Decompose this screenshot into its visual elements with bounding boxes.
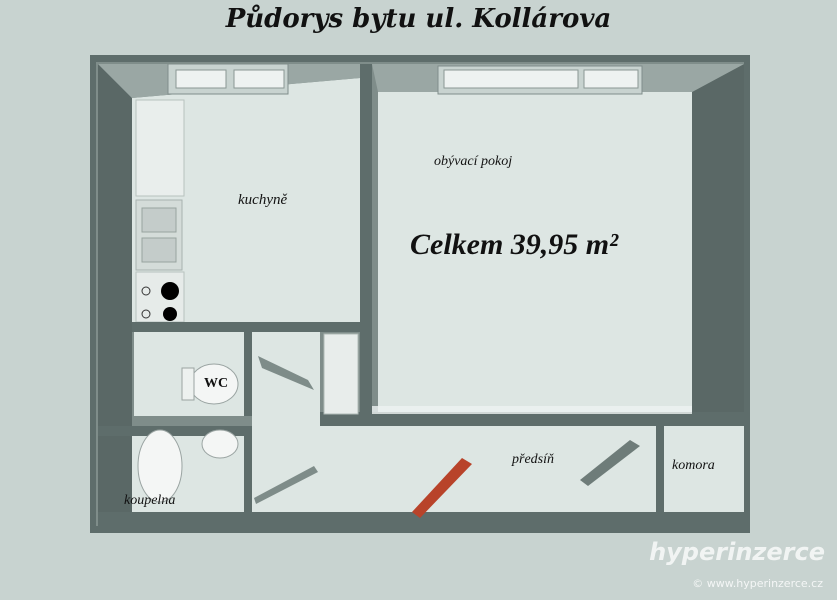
- stove-burner: [161, 282, 179, 300]
- bathroom-door: [254, 466, 318, 504]
- total-area: Celkem 39,95 m²: [410, 228, 619, 261]
- plan-title: Půdorys bytu ul. Kollárova: [225, 4, 612, 34]
- room-label-wc: WC: [204, 376, 229, 391]
- living-room-floor: [378, 92, 692, 412]
- partition-wall: [360, 64, 372, 424]
- hall-wall-bottom: [98, 512, 744, 526]
- wc-wall-right: [244, 332, 252, 416]
- stove-knob: [141, 309, 151, 319]
- bathroom-wall-left: [98, 436, 132, 526]
- room-label-kitchen: kuchyně: [238, 192, 288, 208]
- storage-wall-left: [656, 426, 664, 512]
- living-wall-right: [692, 64, 744, 420]
- kitchen-floor: [132, 78, 360, 322]
- storage-floor: [664, 426, 744, 512]
- room-label-bathroom: koupelna: [124, 493, 176, 508]
- watermark-url: © www.hyperinzerce.cz: [692, 577, 823, 590]
- closet: [323, 333, 359, 415]
- watermark-logo: hyperinzerce: [649, 538, 825, 566]
- stove-burner: [163, 307, 177, 321]
- stove-knob: [141, 286, 151, 296]
- kitchen-wall-left: [98, 64, 132, 322]
- bathroom-sink: [201, 429, 239, 459]
- room-label-living: obývací pokoj: [434, 154, 513, 169]
- hall-wall-top: [320, 412, 750, 426]
- room-label-hall: předsíň: [512, 452, 554, 467]
- bathroom-wall-right: [244, 436, 252, 512]
- room-label-storage: komora: [672, 458, 715, 473]
- wc-wall-top: [132, 322, 360, 332]
- wc-wall-left: [98, 322, 132, 426]
- bathtub: [137, 429, 183, 503]
- storage-door: [580, 440, 640, 486]
- kitchen-cabinet: [135, 99, 185, 197]
- bathroom-wall-top: [98, 426, 252, 436]
- corridor-door: [258, 356, 314, 390]
- entrance-door: [412, 458, 472, 518]
